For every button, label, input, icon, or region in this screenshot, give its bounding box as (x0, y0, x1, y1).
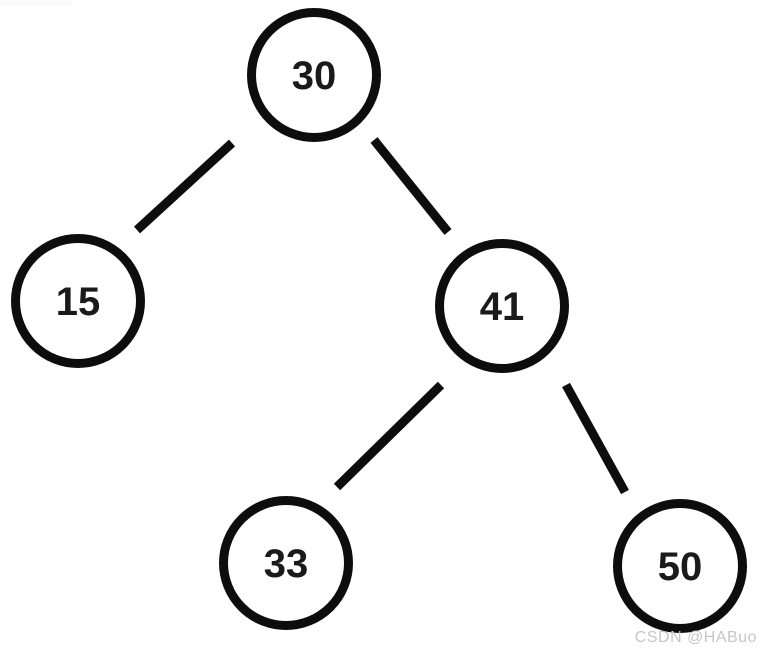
edge-41-33 (333, 381, 445, 491)
tree-edges (133, 137, 629, 495)
node-circle-15 (11, 234, 145, 368)
tree-node-41: 41 (435, 239, 569, 373)
node-value-30: 30 (292, 54, 337, 98)
node-circle-30 (247, 8, 381, 142)
tree-nodes: 30 15 41 33 50 (11, 8, 747, 633)
node-value-41: 41 (480, 285, 525, 329)
edge-30-15 (133, 139, 236, 234)
edge-41-50 (562, 382, 629, 495)
tree-node-50: 50 (613, 499, 747, 633)
node-value-50: 50 (658, 545, 703, 589)
watermark: CSDN @HABuo (634, 629, 757, 646)
tree-node-30: 30 (247, 8, 381, 142)
top-left-artifact (0, 0, 72, 6)
edge-30-41 (370, 137, 452, 235)
tree-node-33: 33 (219, 496, 353, 630)
tree-node-15: 15 (11, 234, 145, 368)
node-value-33: 33 (264, 542, 309, 586)
node-value-15: 15 (56, 280, 101, 324)
node-circle-33 (219, 496, 353, 630)
node-circle-41 (435, 239, 569, 373)
node-circle-50 (613, 499, 747, 633)
